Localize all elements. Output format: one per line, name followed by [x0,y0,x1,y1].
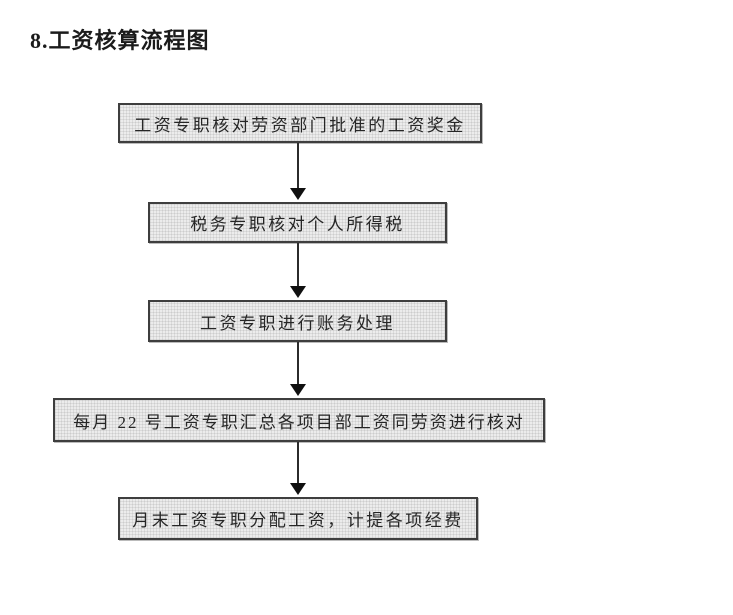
arrow-down-icon [289,143,306,200]
page-title: 8.工资核算流程图 [30,28,210,54]
flow-node-verify-income-tax: 税务专职核对个人所得税 [148,202,447,243]
flow-node-monthly-summary-check: 每月 22 号工资专职汇总各项目部工资同劳资进行核对 [53,398,545,442]
flow-node-accounting-processing: 工资专职进行账务处理 [148,300,447,342]
flow-node-verify-wage-bonus: 工资专职核对劳资部门批准的工资奖金 [118,103,482,143]
arrow-head [289,286,306,298]
arrow-line [296,243,299,286]
arrow-head [289,384,306,396]
arrow-head [289,483,306,495]
arrow-down-icon [289,442,306,495]
arrow-line [296,442,299,483]
flow-node-label: 月末工资专职分配工资，计提各项经费 [132,511,464,530]
flow-node-label: 每月 22 号工资专职汇总各项目部工资同劳资进行核对 [73,412,525,432]
flow-node-label: 工资专职核对劳资部门批准的工资奖金 [134,115,466,135]
flow-node-label: 税务专职核对个人所得税 [190,215,405,234]
flow-node-label: 工资专职进行账务处理 [200,313,395,333]
arrow-head [289,188,306,200]
flow-node-month-end-allocation: 月末工资专职分配工资，计提各项经费 [118,497,478,540]
arrow-line [296,143,299,188]
arrow-down-icon [289,243,306,298]
arrow-down-icon [289,342,306,396]
arrow-line [296,342,299,384]
